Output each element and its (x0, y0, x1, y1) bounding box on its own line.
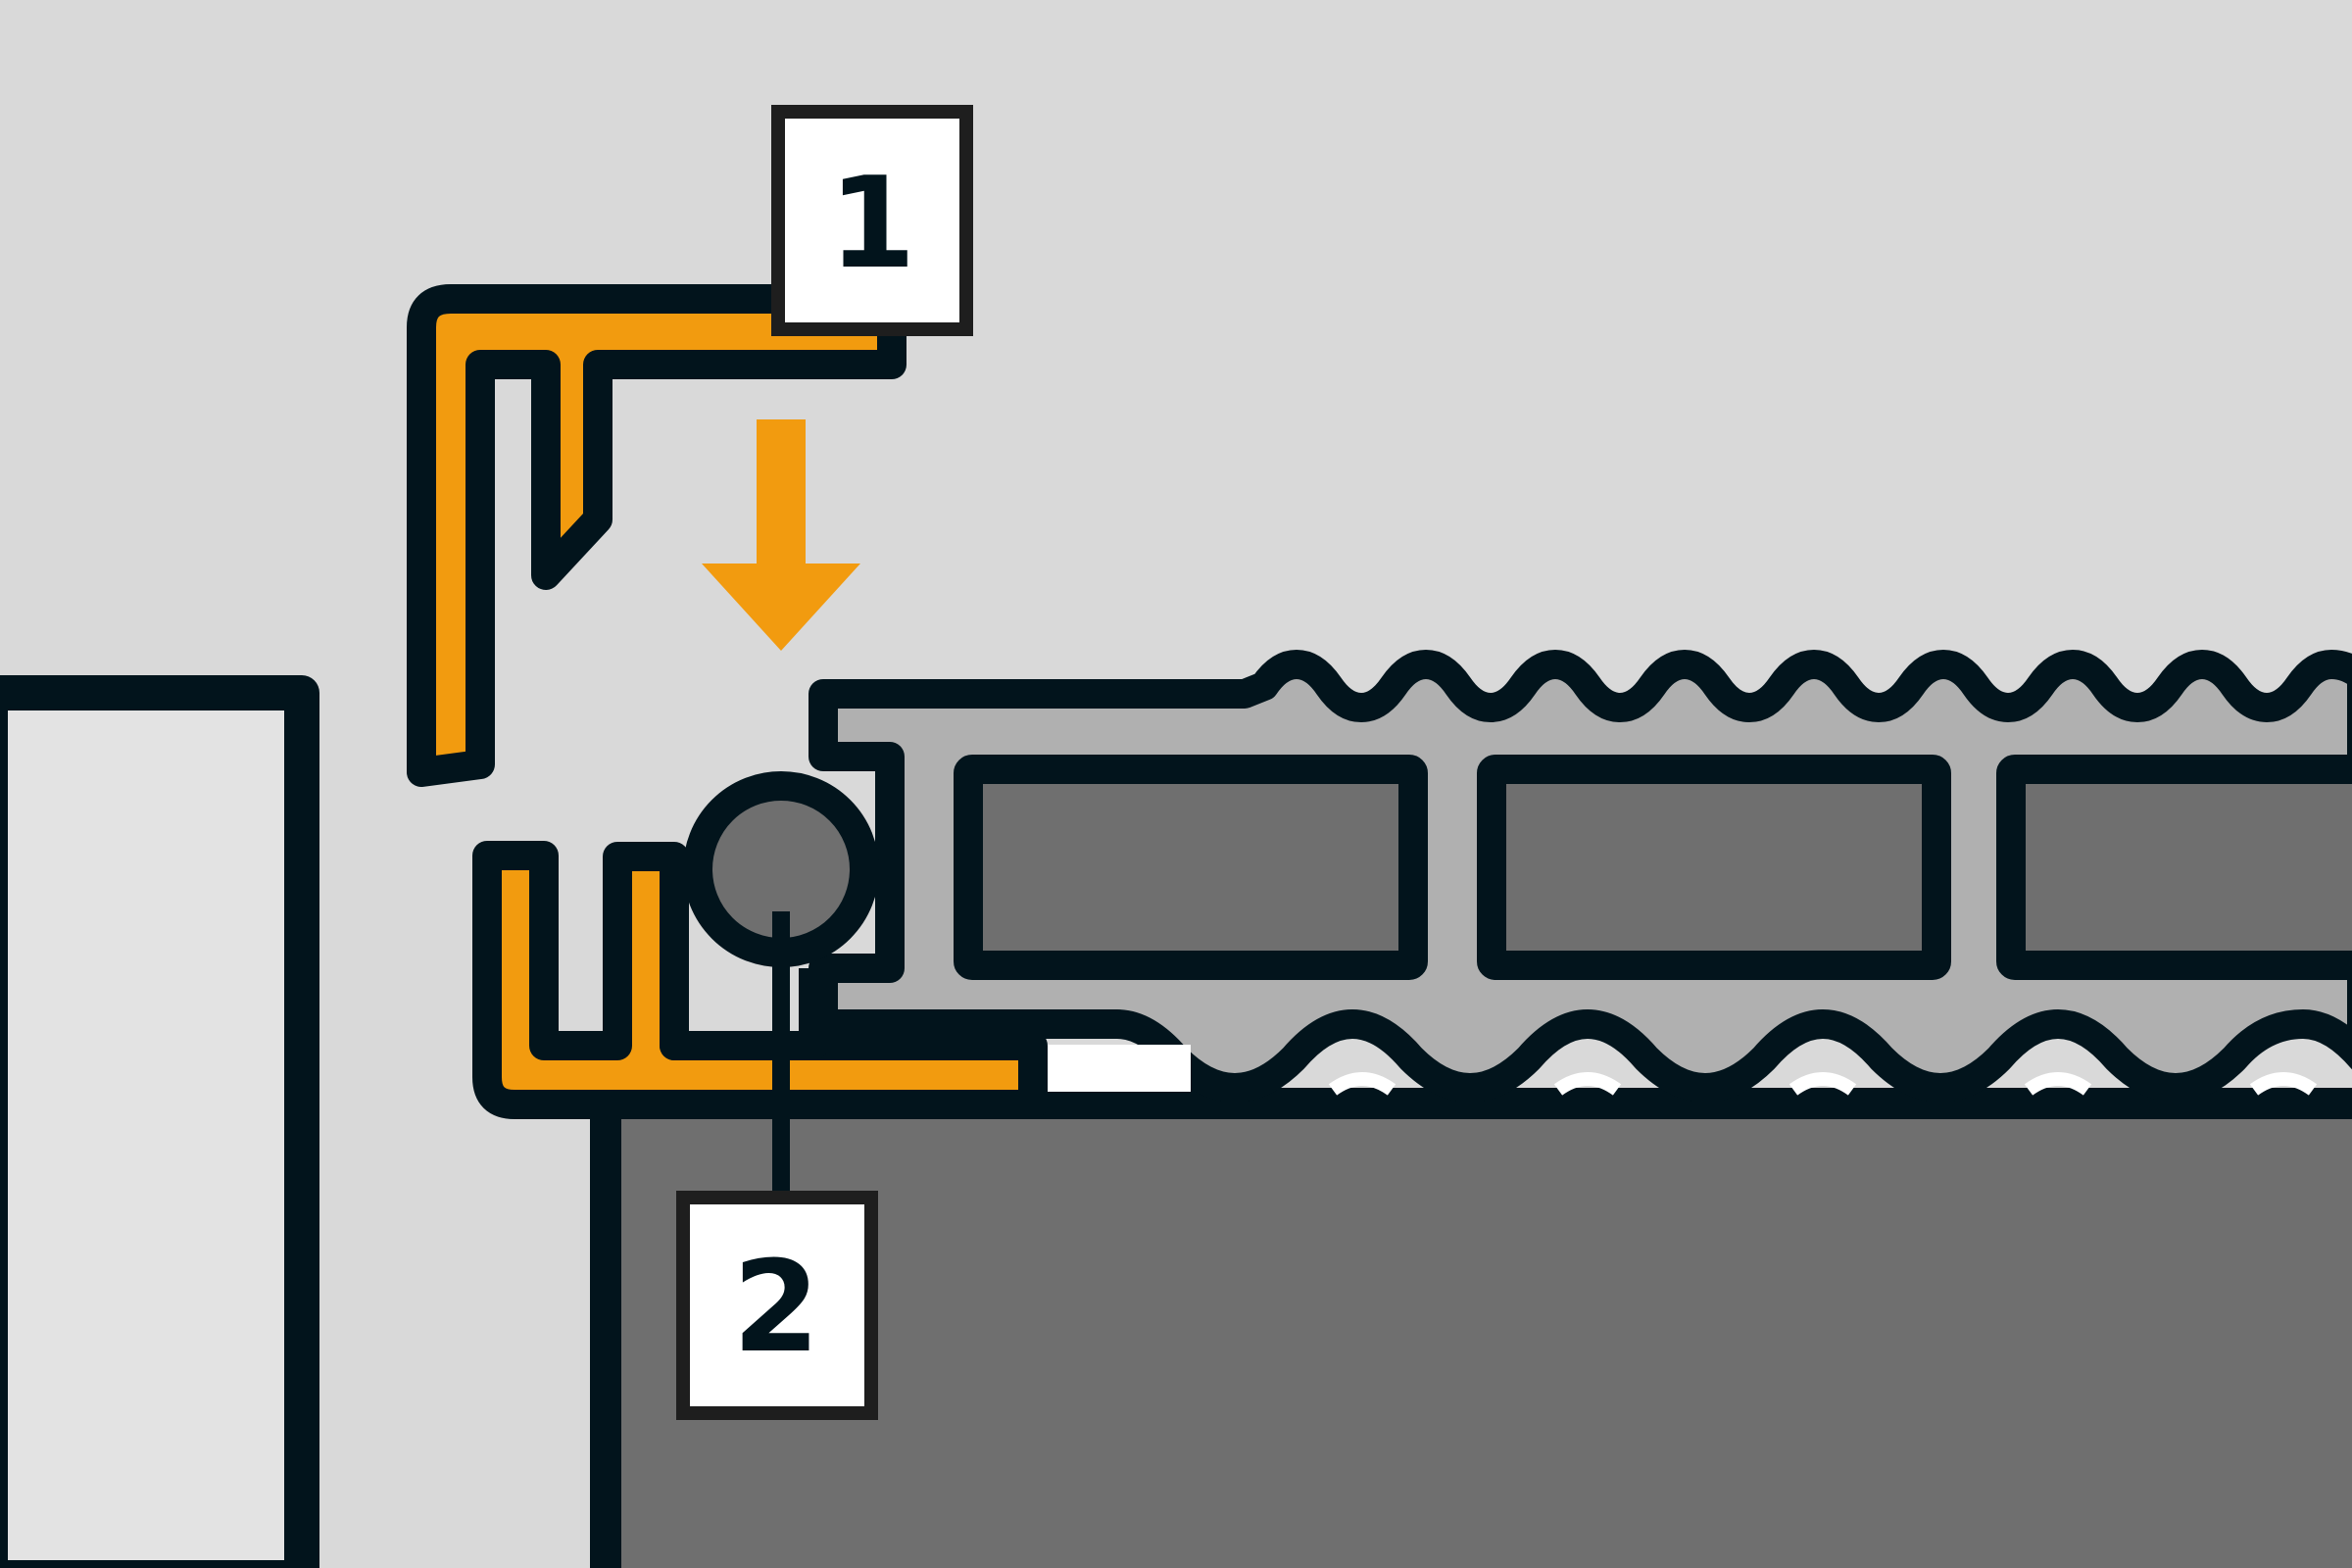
gap-strip-waves (1328, 1072, 2318, 1096)
callout-1-label: 1 (828, 151, 915, 297)
arrow-down-icon (702, 419, 860, 651)
callout-1-box (771, 105, 973, 336)
callout-2: 2 (676, 1191, 878, 1420)
wall (0, 675, 319, 1568)
substructure (590, 1088, 2352, 1568)
board-cavity (954, 755, 1428, 980)
board-cavity (1996, 755, 2352, 980)
lower-profile (472, 841, 1048, 1119)
callout-2-label: 2 (732, 1235, 819, 1381)
gap-strip (1034, 1045, 1191, 1092)
callout-1: 1 (771, 105, 973, 336)
callout-2-box (676, 1191, 878, 1420)
clip-bracket (660, 857, 828, 1060)
board-cavity (1477, 755, 1951, 980)
upper-profile (407, 284, 906, 787)
